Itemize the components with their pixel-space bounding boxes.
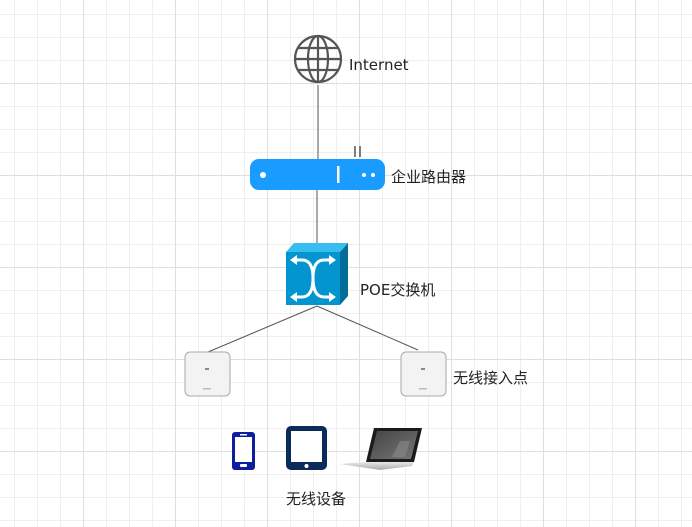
router-icon[interactable] bbox=[250, 146, 385, 190]
edge-switch-ap-left[interactable] bbox=[207, 305, 318, 353]
tablet-icon[interactable] bbox=[286, 426, 327, 470]
wireless-devices-label: 无线设备 bbox=[286, 490, 347, 508]
access-point-right-icon[interactable] bbox=[400, 351, 447, 397]
access-point-left-icon[interactable] bbox=[184, 351, 231, 397]
access-point-label: 无线接入点 bbox=[453, 369, 529, 387]
laptop-icon[interactable] bbox=[340, 428, 422, 470]
switch-icon[interactable] bbox=[286, 243, 348, 305]
phone-icon[interactable] bbox=[232, 432, 255, 470]
globe-icon[interactable] bbox=[293, 34, 343, 84]
edge-switch-ap-right[interactable] bbox=[316, 305, 419, 351]
switch-label: POE交换机 bbox=[360, 281, 436, 299]
connectors bbox=[207, 85, 419, 353]
router-label: 企业路由器 bbox=[391, 168, 467, 186]
internet-label: Internet bbox=[349, 56, 409, 74]
